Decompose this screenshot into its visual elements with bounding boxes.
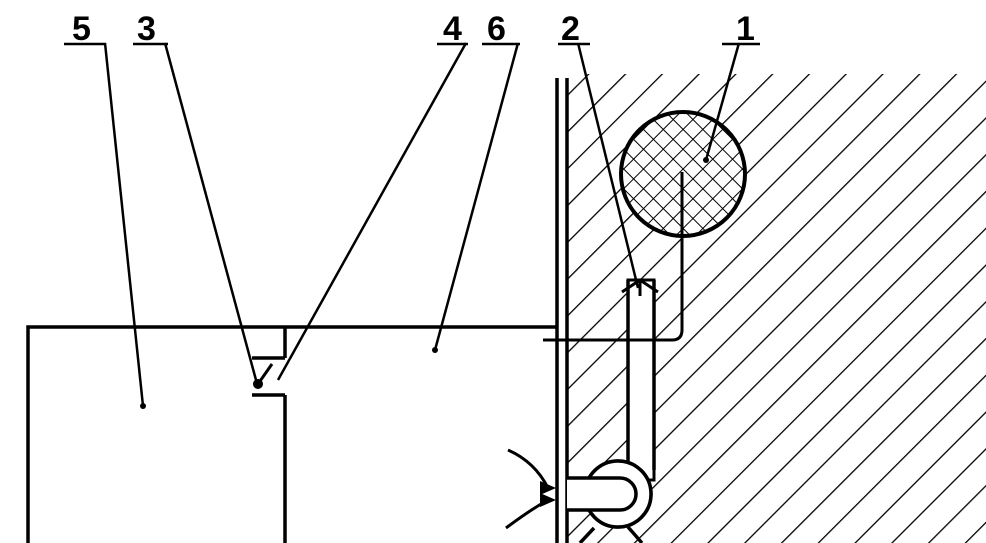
leader-3 (163, 42, 258, 381)
label-6: 6 (487, 10, 506, 48)
label-1: 1 (736, 10, 755, 48)
wall-lines (555, 78, 569, 543)
inflow-arrows (505, 448, 556, 530)
rooms-outline (26, 325, 557, 543)
connection-line (543, 172, 684, 342)
leader-4 (276, 42, 468, 381)
label-3: 3 (137, 10, 156, 48)
label-2: 2 (561, 10, 580, 48)
label-4: 4 (443, 10, 462, 48)
leader-lines (103, 42, 741, 407)
leader-6 (433, 42, 520, 351)
leader-2 (576, 42, 640, 289)
leader-1 (704, 42, 741, 161)
valve-symbol (253, 363, 274, 389)
label-5: 5 (72, 10, 91, 48)
fan-outlet (567, 280, 656, 543)
leader-5 (103, 42, 145, 407)
